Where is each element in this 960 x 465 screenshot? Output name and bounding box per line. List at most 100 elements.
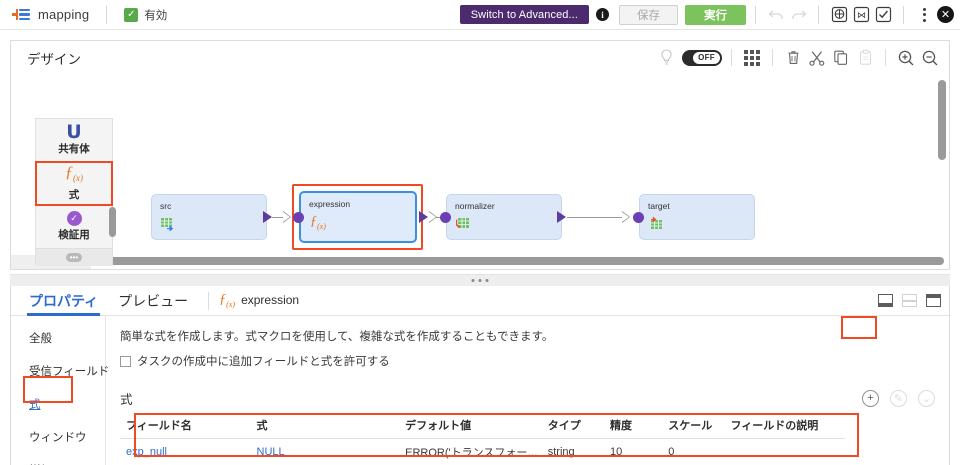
flow-node-label: src bbox=[160, 201, 172, 211]
paste-icon[interactable] bbox=[854, 47, 876, 69]
kebab-menu-icon[interactable] bbox=[913, 4, 935, 26]
cell-default-value[interactable]: ERROR('トランスフォーメーシ... bbox=[405, 447, 542, 459]
expression-table-wrap: フィールド名 式 デフォルト値 タイプ 精度 スケール フィールドの説明 exp… bbox=[120, 413, 935, 465]
flow-node-normalizer[interactable]: normalizer bbox=[446, 194, 562, 240]
zoom-out-icon[interactable] bbox=[919, 47, 941, 69]
divider bbox=[818, 5, 819, 24]
expression-description: 簡単な式を作成します。式マクロを使用して、複雑な式を作成することもできます。 bbox=[120, 331, 554, 343]
copy-icon[interactable] bbox=[830, 47, 852, 69]
expression-table: フィールド名 式 デフォルト値 タイプ 精度 スケール フィールドの説明 exp… bbox=[120, 413, 845, 465]
add-expression-button[interactable]: + bbox=[862, 389, 879, 407]
switch-to-advanced-button[interactable]: Switch to Advanced... bbox=[459, 5, 589, 24]
trash-icon[interactable] bbox=[782, 47, 804, 69]
design-panel-header: デザイン OFF bbox=[11, 41, 949, 74]
allow-additional-fields-label: タスクの作成中に追加フィールドと式を許可する bbox=[137, 356, 390, 368]
globe-box-icon[interactable] bbox=[828, 4, 850, 26]
panel-split-icon[interactable] bbox=[902, 294, 917, 307]
col-scale[interactable]: スケール bbox=[662, 413, 725, 439]
palette-item-label: 検証用 bbox=[58, 229, 90, 241]
fx-icon: ƒ(x) bbox=[310, 214, 326, 231]
canvas-horizontal-scrollbar[interactable] bbox=[99, 257, 944, 265]
fx-icon: ƒ(x) bbox=[219, 292, 236, 309]
design-toolbar: OFF bbox=[656, 47, 941, 69]
col-default-value[interactable]: デフォルト値 bbox=[399, 413, 542, 439]
palette-item-union[interactable]: U 共有体 bbox=[36, 119, 112, 162]
save-button[interactable]: 保存 bbox=[619, 4, 678, 25]
cell-type: string bbox=[547, 446, 575, 458]
properties-header: プロパティ プレビュー ƒ(x) expression bbox=[11, 286, 949, 316]
more-dots-icon: ••• bbox=[65, 253, 83, 262]
zoom-in-icon[interactable] bbox=[895, 47, 917, 69]
cell-field-description bbox=[724, 439, 845, 465]
cell-field-name[interactable]: exp_null bbox=[126, 446, 167, 458]
tab-properties[interactable]: プロパティ bbox=[26, 286, 101, 316]
connector-arrow bbox=[419, 211, 428, 223]
palette-item-expression[interactable]: ƒ(x) 式 bbox=[35, 161, 113, 206]
expression-section-header: 式 + ✎ ⌄ bbox=[120, 316, 935, 409]
palette-scrollbar[interactable] bbox=[109, 207, 116, 237]
panel-splitter[interactable] bbox=[10, 274, 950, 286]
normalizer-icon bbox=[455, 217, 471, 233]
expression-section-title: 式 bbox=[120, 392, 133, 407]
nav-item-general[interactable]: 全般 bbox=[29, 333, 52, 345]
panel-top-icon[interactable] bbox=[926, 294, 941, 307]
mapping-icon bbox=[12, 7, 30, 23]
edit-expression-button[interactable]: ✎ bbox=[890, 389, 907, 407]
expression-box-icon[interactable]: ⋈ bbox=[850, 4, 872, 26]
allow-additional-fields-checkbox[interactable] bbox=[120, 355, 131, 367]
connector-arrow bbox=[622, 211, 630, 223]
canvas-vertical-scrollbar[interactable] bbox=[938, 80, 946, 160]
cell-expression[interactable]: NULL bbox=[256, 446, 285, 458]
flow-node-target[interactable]: target bbox=[639, 194, 755, 240]
col-field-description[interactable]: フィールドの説明 bbox=[724, 413, 845, 439]
divider bbox=[772, 49, 773, 66]
divider bbox=[885, 49, 886, 66]
palette-item-verifier[interactable]: ✓ 検証用 bbox=[36, 205, 112, 248]
grid-toggle[interactable]: OFF bbox=[682, 49, 722, 66]
nav-item-incoming-fields[interactable]: 受信フィールド bbox=[29, 366, 110, 378]
fx-icon: ƒ(x) bbox=[65, 163, 83, 184]
design-canvas[interactable]: U 共有体 ƒ(x) 式 ✓ 検証用 ••• src bbox=[11, 74, 949, 269]
panel-bottom-icon[interactable] bbox=[878, 294, 893, 307]
nav-item-window[interactable]: ウィンドウ bbox=[29, 432, 87, 444]
info-icon[interactable]: i bbox=[596, 8, 609, 21]
tab-preview[interactable]: プレビュー bbox=[118, 292, 189, 309]
allow-additional-fields-row[interactable]: タスクの作成中に追加フィールドと式を許可する bbox=[120, 353, 935, 369]
run-button[interactable]: 実行 bbox=[685, 4, 746, 25]
splitter-handle-icon bbox=[471, 279, 489, 282]
flow-node-label: target bbox=[648, 201, 670, 211]
nav-item-expression[interactable]: 式 bbox=[29, 399, 41, 411]
verifier-icon: ✓ bbox=[66, 211, 82, 226]
table-row[interactable]: exp_null NULL ERROR('トランスフォーメーシ... strin… bbox=[120, 439, 845, 465]
close-icon[interactable]: ✕ bbox=[937, 6, 954, 23]
col-expression[interactable]: 式 bbox=[250, 413, 400, 439]
palette-more-button[interactable]: ••• bbox=[36, 248, 112, 266]
connector-arrow bbox=[283, 211, 291, 223]
divider bbox=[755, 5, 756, 24]
properties-panel: プロパティ プレビュー ƒ(x) expression 全般 受信フィールド 式… bbox=[10, 286, 950, 465]
col-type[interactable]: タイプ bbox=[541, 413, 604, 439]
check-square-icon: ✓ bbox=[124, 7, 139, 22]
connector-arrow bbox=[263, 211, 272, 223]
col-field-name[interactable]: フィールド名 bbox=[120, 413, 251, 439]
target-table-icon bbox=[649, 216, 664, 233]
check-box-icon[interactable] bbox=[872, 4, 894, 26]
undo-icon[interactable] bbox=[765, 4, 787, 26]
cell-precision: 10 bbox=[609, 446, 623, 458]
connector-arrow bbox=[557, 211, 566, 223]
connector-line bbox=[272, 217, 288, 218]
flow-node-label: normalizer bbox=[455, 201, 495, 211]
scissors-icon[interactable] bbox=[806, 47, 828, 69]
divider bbox=[903, 5, 904, 24]
topbar-left-group: mapping ✓ 有効 bbox=[6, 5, 167, 24]
chevron-down-circle-icon[interactable]: ⌄ bbox=[918, 389, 935, 407]
top-toolbar: mapping ✓ 有効 Switch to Advanced... i 保存 … bbox=[0, 0, 960, 30]
status-badge: ✓ 有効 bbox=[124, 7, 167, 23]
flow-node-src[interactable]: src bbox=[151, 194, 267, 240]
transformation-palette: U 共有体 ƒ(x) 式 ✓ 検証用 ••• bbox=[35, 118, 116, 266]
design-panel: デザイン OFF bbox=[10, 40, 950, 270]
lightbulb-icon[interactable] bbox=[656, 49, 676, 66]
redo-icon[interactable] bbox=[787, 4, 809, 26]
col-precision[interactable]: 精度 bbox=[603, 413, 663, 439]
grid-icon[interactable] bbox=[741, 47, 763, 69]
